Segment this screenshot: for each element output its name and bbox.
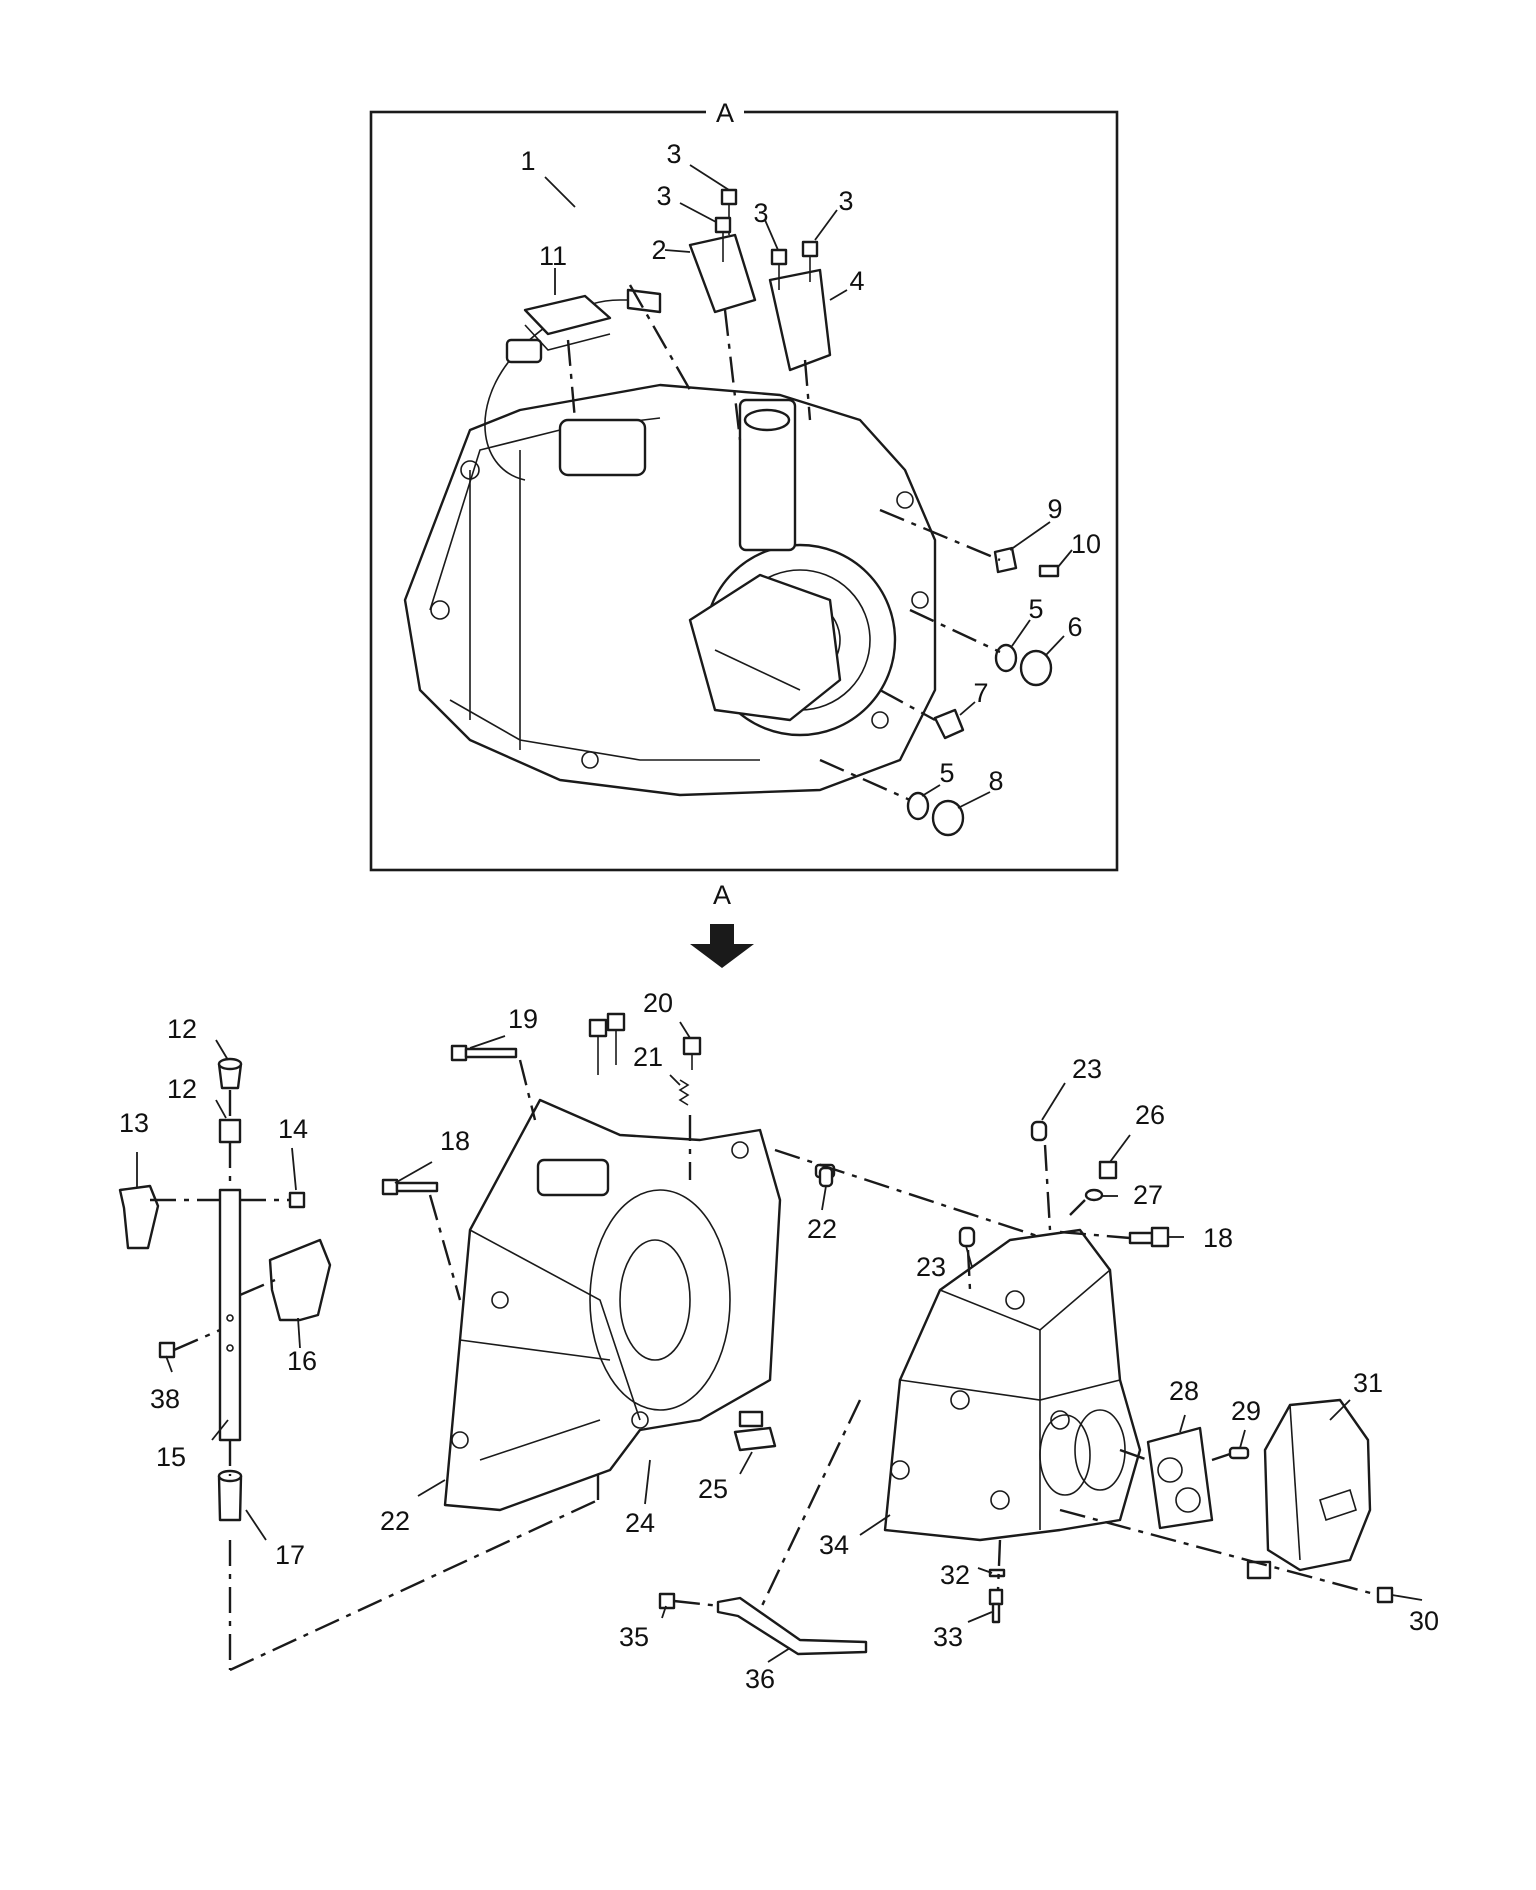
clip-9 [993,546,1018,574]
bracket-7 [933,708,965,740]
leaders-bottom [136,1021,1423,1663]
callout-19: 19 [508,1004,538,1034]
cover-31 [1263,1398,1372,1572]
nut-6 [1019,649,1053,687]
view-label-top: A [716,98,734,128]
sensor-connector [505,338,543,364]
block-25 [733,1426,777,1452]
view-label-top-mask [706,96,744,128]
callout-33: 33 [933,1622,963,1652]
transmission-assembly [403,383,937,797]
washer-5a [994,643,1018,673]
bolt-38 [158,1341,176,1359]
callout-36: 36 [745,1664,775,1694]
clutch-housing-22 [443,1098,782,1512]
plug-8 [931,799,965,837]
callout-10: 10 [1071,529,1101,559]
callout-5: 5 [939,758,954,788]
callout-9: 9 [1047,494,1062,524]
callout-3: 3 [656,181,671,211]
bolt-14 [288,1191,306,1209]
callout-22: 22 [380,1506,410,1536]
callout-4: 4 [849,266,864,296]
callout-14: 14 [278,1114,308,1144]
bushing-12b [218,1118,242,1144]
callout-30: 30 [1409,1606,1439,1636]
callout-13: 13 [119,1108,149,1138]
bracket-4 [768,268,832,372]
callout-26: 26 [1135,1100,1165,1130]
callout-24: 24 [625,1508,655,1538]
callout-22: 22 [807,1214,837,1244]
callout-3: 3 [666,139,681,169]
pad-part [523,294,612,336]
callout-3: 3 [838,186,853,216]
view-label-bottom: A [713,880,731,910]
callout-18: 18 [440,1126,470,1156]
callout-18: 18 [1203,1223,1233,1253]
shift-rail-group [118,1057,600,1672]
bolts-3 [714,188,819,290]
callout-12: 12 [167,1014,197,1044]
bracket-16 [268,1238,332,1322]
callout-23: 23 [1072,1054,1102,1084]
callout-2: 2 [651,235,666,265]
callout-17: 17 [275,1540,305,1570]
washer-5b [906,791,930,821]
callout-3: 3 [753,198,768,228]
callout-1: 1 [520,146,535,176]
down-arrow-icon [690,924,754,968]
callout-35: 35 [619,1622,649,1652]
bracket-2 [688,233,757,314]
sleeve-17 [217,1474,243,1522]
gear-housing-fasteners [818,1120,1170,1248]
callout-28: 28 [1169,1376,1199,1406]
callout-23: 23 [916,1252,946,1282]
callout-15: 15 [156,1442,186,1472]
callout-27: 27 [1133,1180,1163,1210]
lower-fasteners [658,1568,1006,1656]
callout-8: 8 [988,766,1003,796]
callout-6: 6 [1067,612,1082,642]
callout-29: 29 [1231,1396,1261,1426]
gasket-28 [1146,1426,1214,1530]
sensor-body [626,288,662,314]
callout-11: 11 [539,241,567,271]
gear-housing-34 [883,1228,1142,1542]
callout-34: 34 [819,1530,849,1560]
callout-25: 25 [698,1474,728,1504]
callout-5: 5 [1028,594,1043,624]
end-cover-group [1146,1398,1394,1604]
bolt-10 [1038,564,1060,578]
housing-fasteners [381,1012,836,1452]
bolt-30 [1376,1586,1394,1604]
leaders-top [544,164,1073,809]
callout-32: 32 [940,1560,970,1590]
dipstick-36 [716,1596,868,1656]
detail-view-a: A [369,96,1119,872]
plug-29 [1228,1446,1250,1460]
callout-12: 12 [167,1074,197,1104]
callout-21: 21 [633,1042,663,1072]
fork-13 [118,1184,160,1250]
callout-7: 7 [973,678,988,708]
callout-20: 20 [643,988,673,1018]
callout-38: 38 [150,1384,180,1414]
callout-16: 16 [287,1346,317,1376]
callout-31: 31 [1353,1368,1383,1398]
